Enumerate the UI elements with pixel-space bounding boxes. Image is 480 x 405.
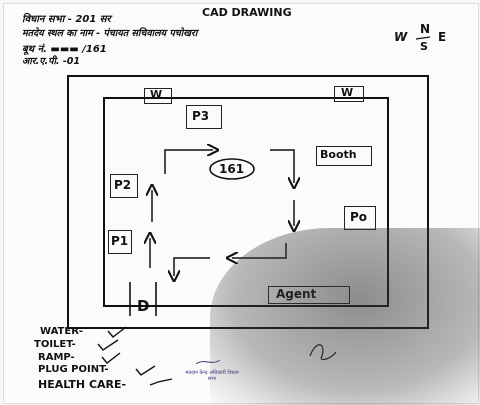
health-tick <box>149 378 173 386</box>
flow-arrow-top <box>164 150 213 174</box>
door-label: D <box>137 297 150 315</box>
header-line-2: मतदेय स्थल का नाम - पंचायत सचिवालय पचोखर… <box>22 28 198 39</box>
outer-wall <box>67 75 429 329</box>
w-right-box <box>334 86 364 102</box>
flow-arrow-bottom-left-2 <box>174 257 210 276</box>
p2-label: P2 <box>114 178 132 192</box>
facility-water: WATER- <box>40 326 84 337</box>
booth-box <box>316 146 372 166</box>
booth-number-oval <box>209 158 255 180</box>
facility-plug-point: PLUG POINT- <box>38 364 109 375</box>
w-left-label: W <box>150 88 163 101</box>
facility-health-care: HEALTH CARE- <box>38 378 127 391</box>
booth-number: 161 <box>219 162 245 176</box>
booth-label: Booth <box>320 148 357 161</box>
plug-tick <box>135 365 156 376</box>
officer-stamp: मतदान केन्द्र अधिकारी विधान सभा <box>185 370 239 382</box>
w-right-label: W <box>341 86 354 99</box>
p1-box <box>108 230 132 254</box>
signature-scribble <box>309 344 337 361</box>
facility-toilet: TOILET- <box>34 339 76 350</box>
p3-box <box>186 105 222 129</box>
inner-wall <box>103 97 389 307</box>
compass-south: S <box>420 40 428 53</box>
drawing-title: CAD DRAWING <box>202 6 292 19</box>
agent-label: Agent <box>276 287 317 301</box>
header-line-3: बूथ नं. ▬▬▬ /161 <box>22 44 107 55</box>
ramp-tick <box>101 352 121 364</box>
facility-ramp: RAMP- <box>38 352 75 363</box>
p1-label: P1 <box>111 234 129 248</box>
header-line-1: विधान सभा - 201 सर <box>22 14 111 25</box>
toilet-tick <box>97 339 119 351</box>
header-line-4: आर.ए.पी. -01 <box>22 56 81 67</box>
p2-box <box>110 174 138 198</box>
compass-east: E <box>438 30 447 44</box>
p3-label: P3 <box>192 109 210 123</box>
stamp-signature <box>195 359 221 365</box>
compass-west: W <box>394 30 408 44</box>
compass-north: N <box>420 22 431 36</box>
flow-arrow-right-down <box>270 149 294 183</box>
flow-arrow-bottom-left <box>232 243 287 258</box>
water-tick <box>107 326 127 338</box>
compass-divider <box>415 36 431 40</box>
w-left-box <box>144 88 172 104</box>
po-label: Po <box>350 210 368 224</box>
